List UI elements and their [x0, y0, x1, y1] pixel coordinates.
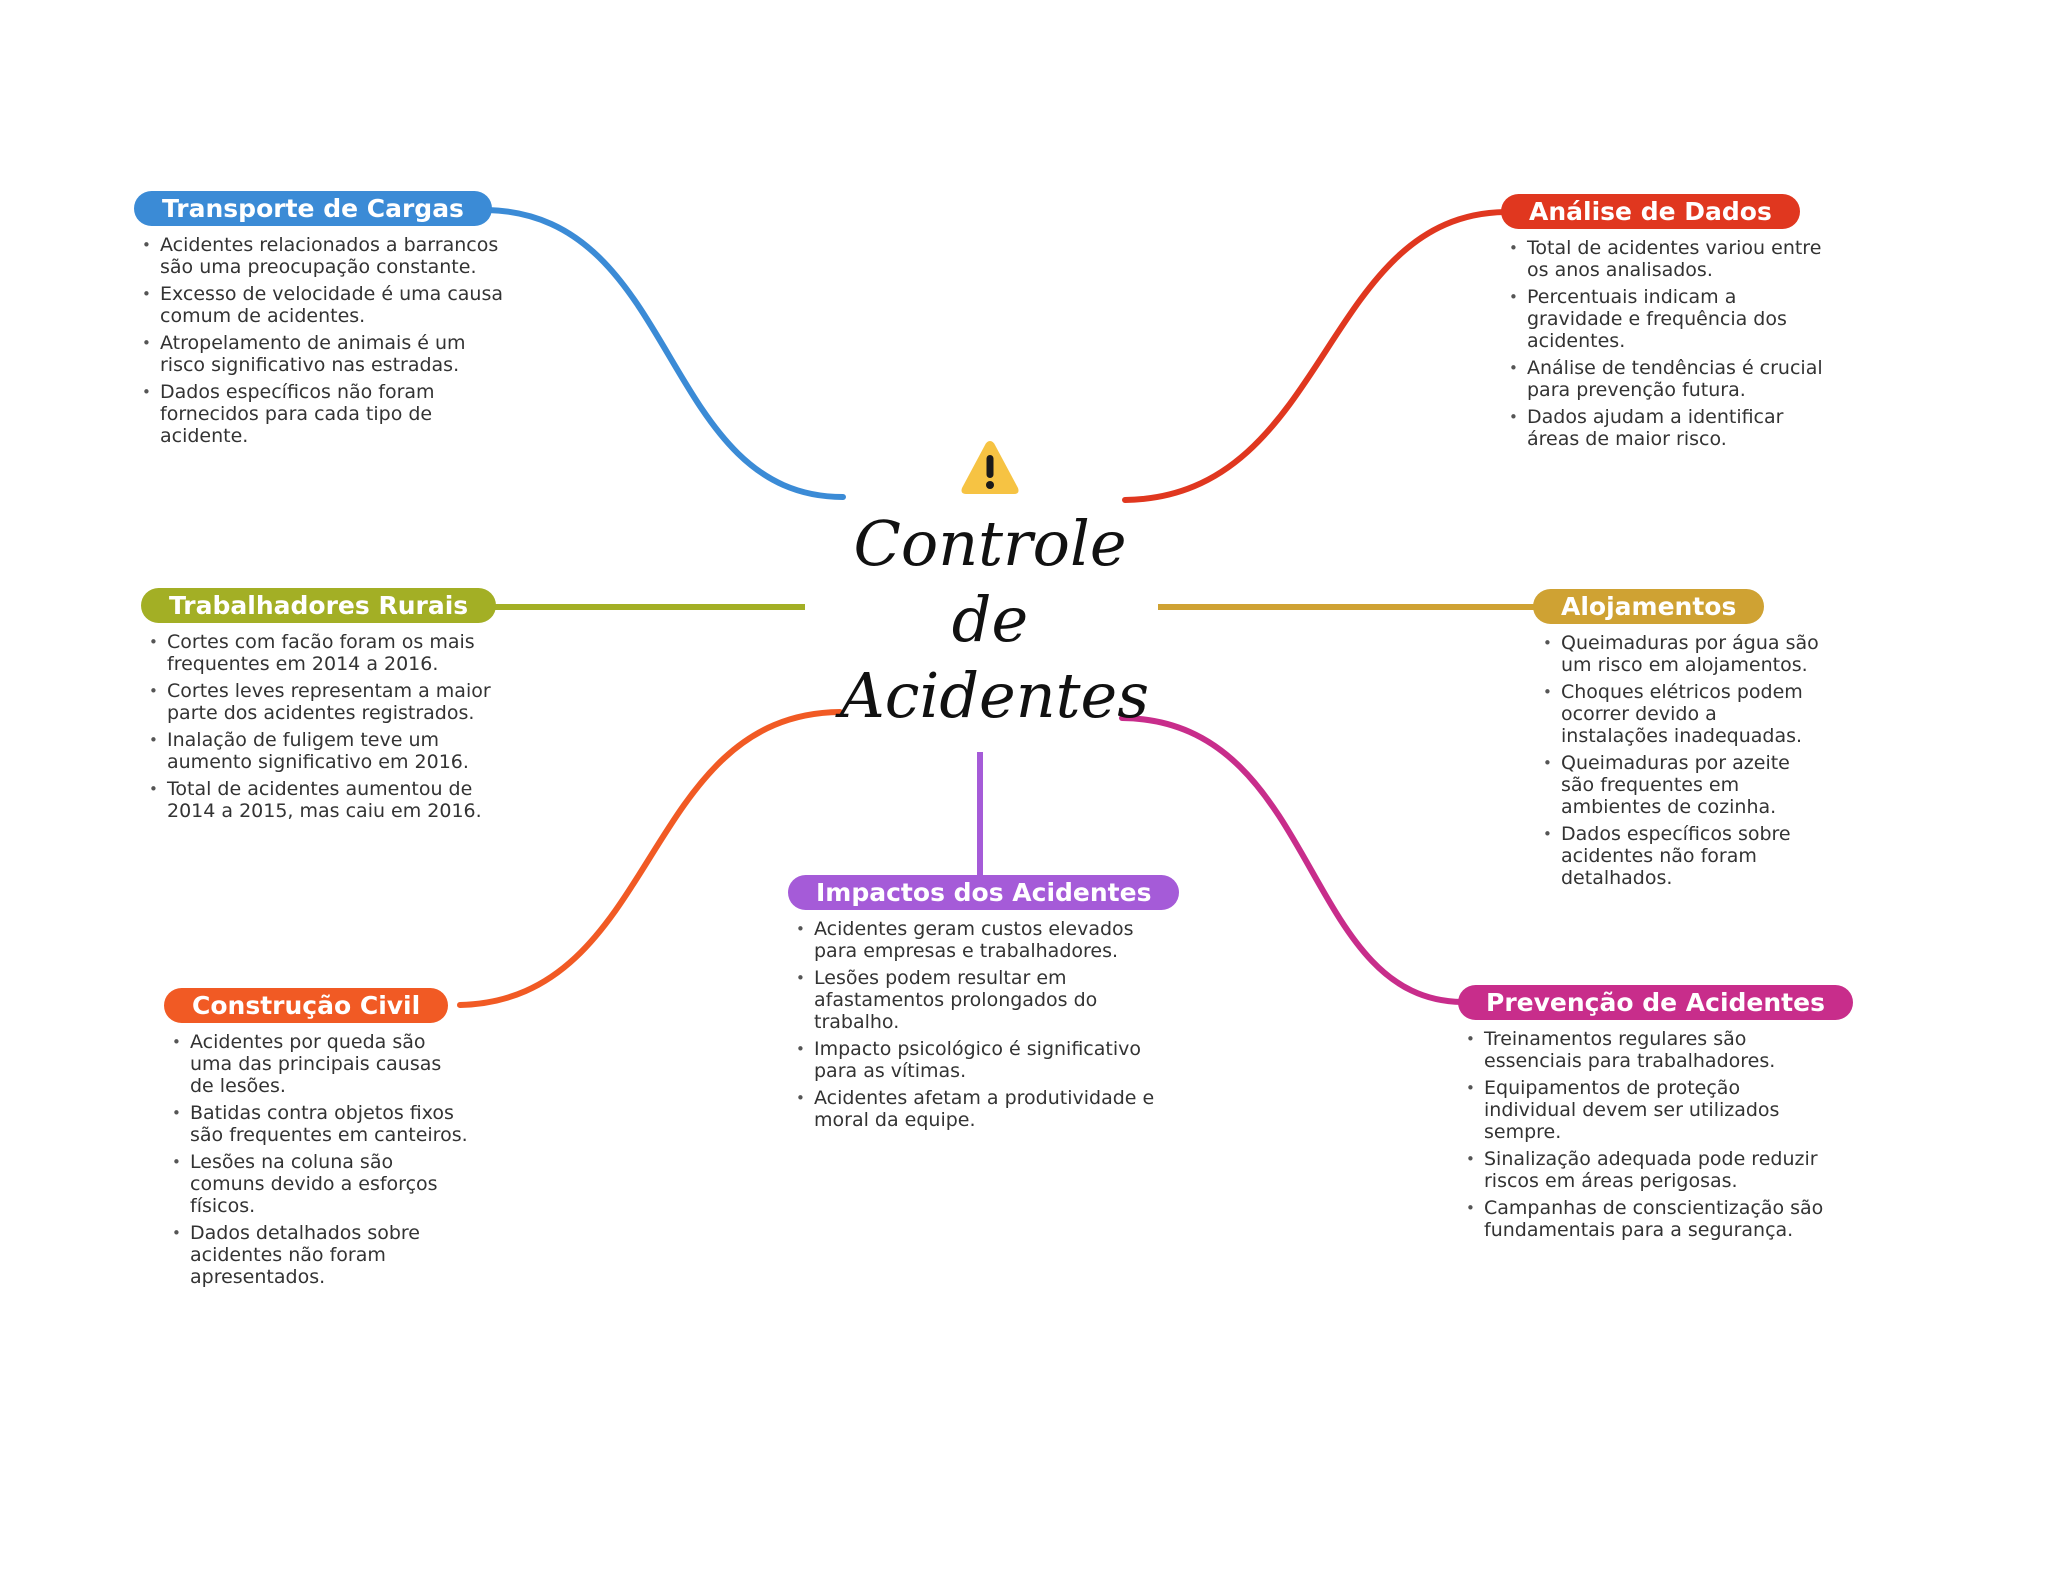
list-item: Total de acidentes variou entre os anos …: [1507, 237, 1827, 281]
list-item: Excesso de velocidade é uma causa comum …: [140, 283, 510, 327]
branch-items-prevencao: Treinamentos regulares são essenciais pa…: [1464, 1028, 1824, 1241]
list-item: Equipamentos de proteção individual deve…: [1464, 1077, 1824, 1143]
branch-construcao-civil: Construção Civil Acidentes por queda são…: [164, 988, 470, 1293]
list-item: Impacto psicológico é significativo para…: [794, 1038, 1174, 1082]
list-item: Atropelamento de animais é um risco sign…: [140, 332, 510, 376]
list-item: Queimaduras por água são um risco em alo…: [1541, 632, 1821, 676]
list-item: Acidentes por queda são uma das principa…: [170, 1031, 470, 1097]
list-item: Choques elétricos podem ocorrer devido a…: [1541, 681, 1821, 747]
branch-title-alojamentos[interactable]: Alojamentos: [1533, 589, 1765, 624]
branch-items-rurais: Cortes com facão foram os mais frequente…: [147, 631, 497, 822]
branch-title-prevencao[interactable]: Prevenção de Acidentes: [1458, 985, 1853, 1020]
list-item: Dados específicos sobre acidentes não fo…: [1541, 823, 1821, 889]
branch-items-impactos: Acidentes geram custos elevados para emp…: [794, 918, 1174, 1131]
branch-items-construcao: Acidentes por queda são uma das principa…: [170, 1031, 470, 1288]
list-item: Dados ajudam a identificar áreas de maio…: [1507, 406, 1827, 450]
list-item: Cortes com facão foram os mais frequente…: [147, 631, 497, 675]
branch-title-impactos[interactable]: Impactos dos Acidentes: [788, 875, 1180, 910]
branch-prevencao-de-acidentes: Prevenção de Acidentes Treinamentos regu…: [1458, 985, 1853, 1246]
central-title-line-2: de: [951, 583, 1029, 656]
list-item: Acidentes afetam a produtividade e moral…: [794, 1087, 1174, 1131]
connector-prevencao: [1119, 715, 1465, 1005]
central-title-line-1: Controle: [853, 507, 1127, 580]
branch-title-construcao[interactable]: Construção Civil: [164, 988, 449, 1023]
central-topic[interactable]: Controle de Acidentes: [840, 438, 1150, 734]
list-item: Batidas contra objetos fixos são frequen…: [170, 1102, 470, 1146]
branch-items-analise: Total de acidentes variou entre os anos …: [1507, 237, 1827, 450]
connector-construcao: [457, 709, 843, 1008]
list-item: Acidentes relacionados a barrancos são u…: [140, 234, 510, 278]
branch-transporte-de-cargas: Transporte de Cargas Acidentes relaciona…: [134, 191, 510, 452]
list-item: Total de acidentes aumentou de 2014 a 20…: [147, 778, 497, 822]
branch-title-transporte[interactable]: Transporte de Cargas: [134, 191, 492, 226]
list-item: Percentuais indicam a gravidade e frequê…: [1507, 286, 1827, 352]
list-item: Cortes leves representam a maior parte d…: [147, 680, 497, 724]
branch-title-analise[interactable]: Análise de Dados: [1501, 194, 1800, 229]
list-item: Treinamentos regulares são essenciais pa…: [1464, 1028, 1824, 1072]
list-item: Inalação de fuligem teve um aumento sign…: [147, 729, 497, 773]
connector-transporte: [485, 207, 846, 500]
list-item: Queimaduras por azeite são frequentes em…: [1541, 752, 1821, 818]
branch-title-rurais[interactable]: Trabalhadores Rurais: [141, 588, 497, 623]
branch-trabalhadores-rurais: Trabalhadores Rurais Cortes com facão fo…: [141, 588, 497, 827]
branch-items-transporte: Acidentes relacionados a barrancos são u…: [140, 234, 510, 447]
warning-icon: [961, 441, 1019, 494]
list-item: Acidentes geram custos elevados para emp…: [794, 918, 1174, 962]
list-item: Análise de tendências é crucial para pre…: [1507, 357, 1827, 401]
branch-alojamentos: Alojamentos Queimaduras por água são um …: [1533, 589, 1821, 894]
list-item: Sinalização adequada pode reduzir riscos…: [1464, 1148, 1824, 1192]
branch-items-alojamentos: Queimaduras por água são um risco em alo…: [1541, 632, 1821, 889]
central-title-line-3: Acidentes: [840, 659, 1150, 732]
branch-analise-de-dados: Análise de Dados Total de acidentes vari…: [1501, 194, 1827, 455]
list-item: Dados detalhados sobre acidentes não for…: [170, 1222, 470, 1288]
connector-analise: [1122, 209, 1508, 503]
list-item: Lesões podem resultar em afastamentos pr…: [794, 967, 1174, 1033]
central-title: Controle de Acidentes: [840, 506, 1150, 734]
list-item: Campanhas de conscientização são fundame…: [1464, 1197, 1824, 1241]
list-item: Lesões na coluna são comuns devido a esf…: [170, 1151, 470, 1217]
list-item: Dados específicos não foram fornecidos p…: [140, 381, 510, 447]
branch-impactos-dos-acidentes: Impactos dos Acidentes Acidentes geram c…: [788, 875, 1180, 1136]
